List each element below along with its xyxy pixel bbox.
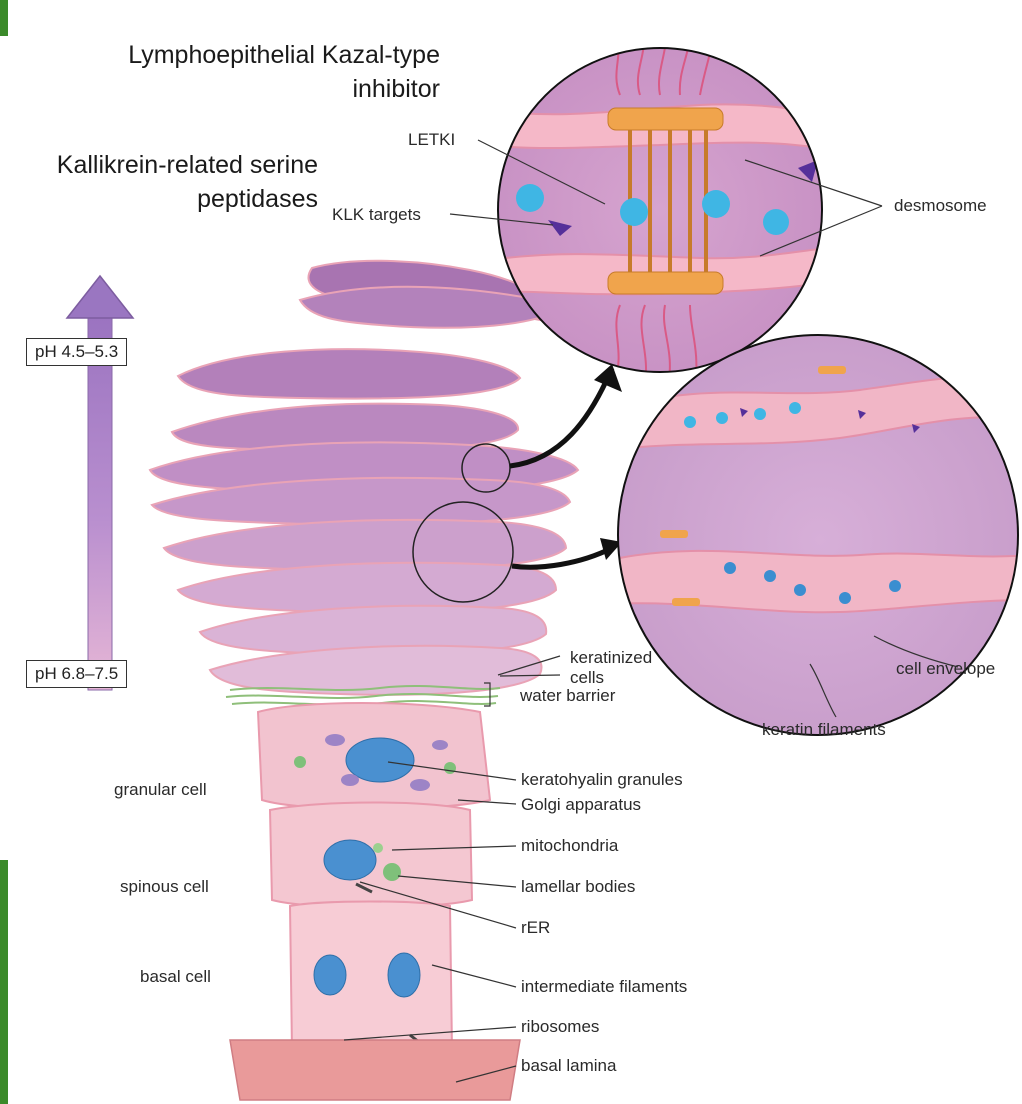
label-spinous-cell: spinous cell: [120, 877, 209, 897]
title-inhibitor: Lymphoepithelial Kazal-type inhibitor: [60, 38, 440, 106]
label-basal-cell: basal cell: [140, 967, 211, 987]
label-lamellar-bodies: lamellar bodies: [521, 877, 635, 897]
label-ribosomes: ribosomes: [521, 1017, 599, 1037]
label-golgi-apparatus: Golgi apparatus: [521, 795, 641, 815]
label-letki: LETKI: [408, 130, 455, 150]
label-mitochondria: mitochondria: [521, 836, 618, 856]
title-peptidases: Kallikrein-related serine peptidases: [0, 148, 318, 216]
granular-cell: [258, 703, 490, 809]
label-keratin-filaments: keratin filaments: [762, 720, 886, 740]
spinous-cell: [270, 803, 472, 908]
zoom-circle-desmosome: [490, 25, 830, 385]
label-basal-lamina: basal lamina: [521, 1056, 616, 1076]
label-intermediate-filaments: intermediate filaments: [521, 977, 687, 997]
label-cell-envelope: cell envelope: [896, 659, 995, 679]
label-granular-cell: granular cell: [114, 780, 207, 800]
label-water-barrier: water barrier: [520, 686, 615, 706]
ph-label-top: pH 4.5–5.3: [26, 338, 127, 366]
basal-lamina-sheet: [230, 1040, 520, 1100]
label-keratohyalin-granules: keratohyalin granules: [521, 770, 683, 790]
label-keratinized-cells: keratinized cells: [570, 648, 652, 688]
stratum-corneum: [150, 261, 578, 695]
ph-label-bottom: pH 6.8–7.5: [26, 660, 127, 688]
label-klk-targets: KLK targets: [332, 205, 421, 225]
label-desmosome: desmosome: [894, 196, 987, 216]
label-rer: rER: [521, 918, 550, 938]
